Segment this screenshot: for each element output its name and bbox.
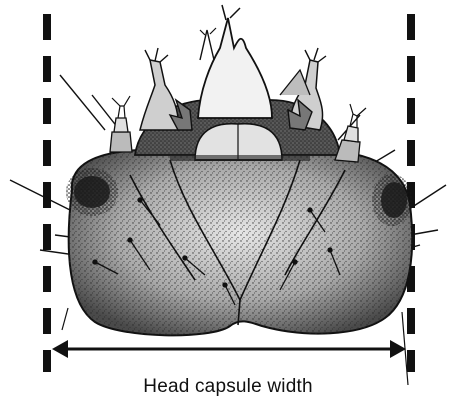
right-antenna [335,104,366,162]
left-antenna [110,96,132,152]
double-headed-arrow-icon [52,340,406,358]
figure-caption: Head capsule width [0,376,456,398]
central-mouthpart [198,18,272,118]
larva-head-capsule-illustration-icon [10,5,446,385]
